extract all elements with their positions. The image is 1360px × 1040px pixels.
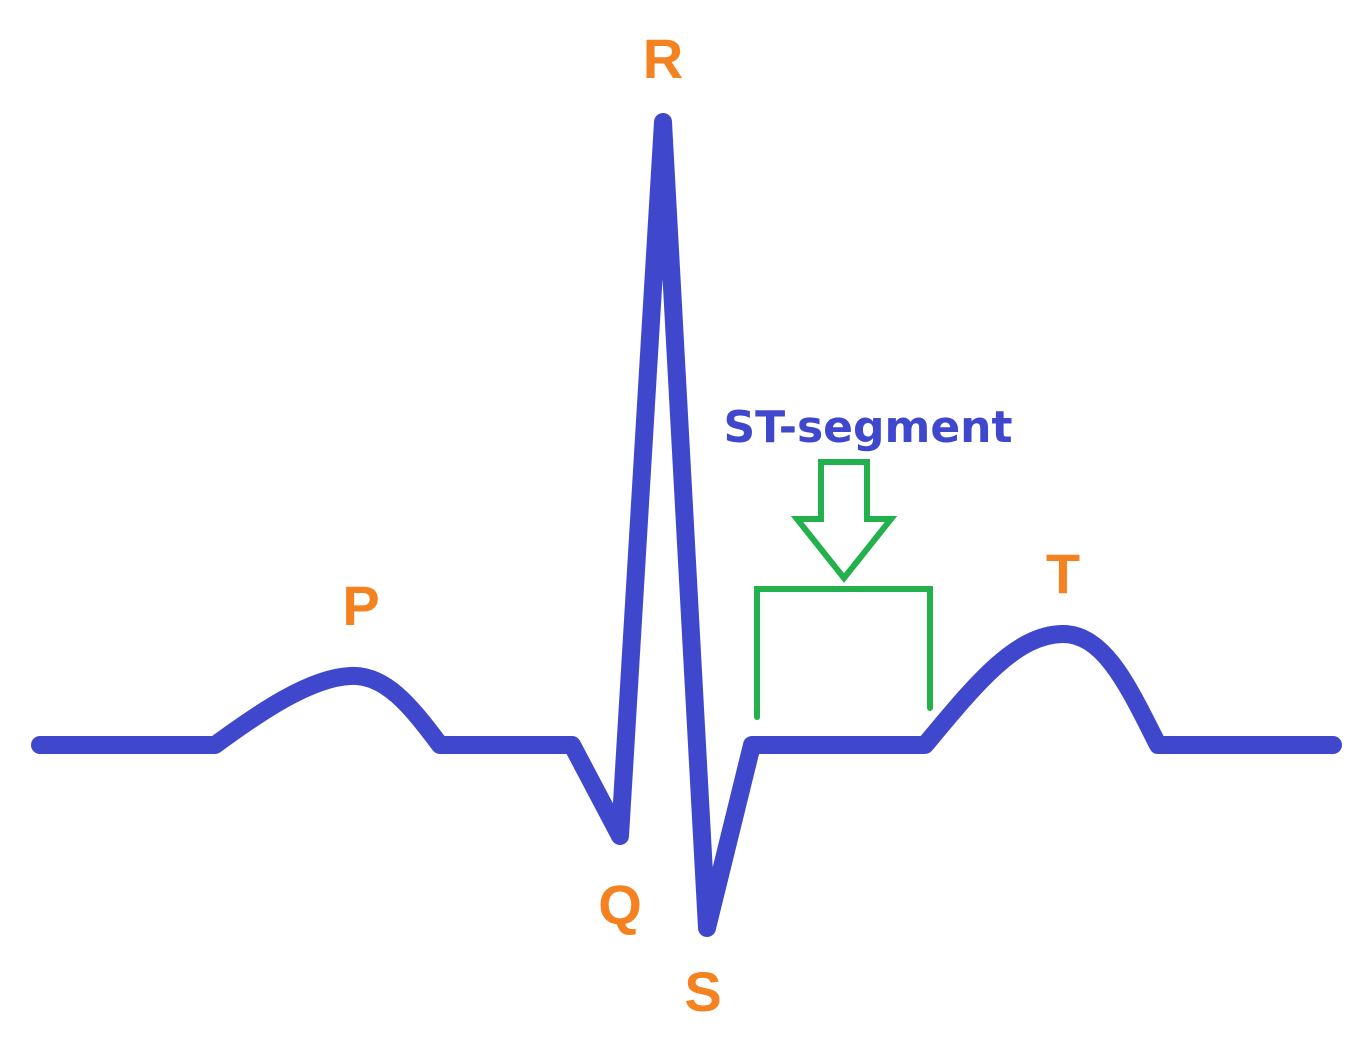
- st-segment-label: ST-segment: [723, 402, 1012, 453]
- st-segment-bracket: [754, 586, 933, 720]
- label-r: R: [643, 27, 683, 90]
- label-q: Q: [598, 873, 642, 936]
- st-segment-arrow-icon: [790, 459, 898, 583]
- label-p: P: [342, 574, 379, 637]
- label-t: T: [1046, 542, 1080, 605]
- label-s: S: [684, 960, 721, 1023]
- ecg-trace: [31, 113, 1342, 937]
